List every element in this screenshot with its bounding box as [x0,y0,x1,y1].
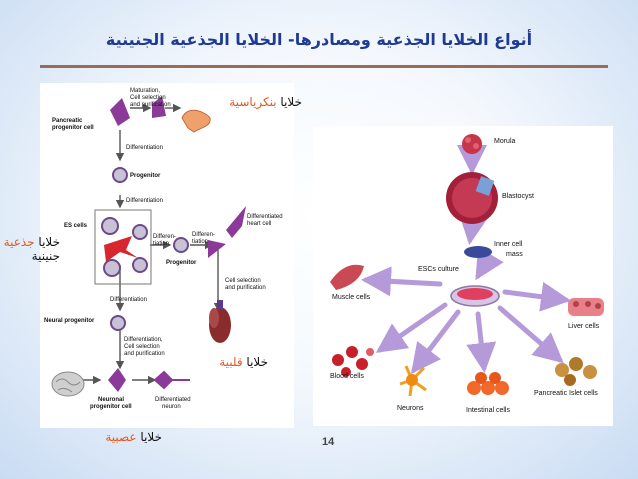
mature-pancreatic-cell [152,96,166,118]
label-escs-culture: ESCs culture [418,266,459,273]
label-diff-1: Differentiation, [124,337,163,343]
label-differentiation-top: Differentiation [126,145,163,151]
blastocyst-icon [446,172,498,224]
label-differen-1: Differen- [153,234,176,240]
progenitor-cell-right [173,237,189,253]
heart-cell-mid [208,240,226,258]
differentiated-neuron [153,370,190,390]
intestinal-cells-icon [467,372,509,395]
neuronal-progenitor-cell [108,368,126,392]
label-differentiated: Differentiated [247,214,283,220]
es-cells-cluster [101,217,148,277]
label-tiation-1: tiation [153,241,170,247]
label-neural-progenitor: Neural progenitor [44,318,95,324]
arabic-cardiac-cells: خلايا قلبية [219,355,268,369]
label-blastocyst: Blastocyst [502,193,534,200]
label-and-purification: and purification [130,102,171,108]
label-mass: mass [506,251,523,258]
heart-icon [209,300,231,343]
label-cell-selection: Cell selection [130,95,166,101]
label-blood-cells: Blood cells [330,373,364,380]
page-number: 14 [322,436,335,448]
progenitor-cell-top [112,167,128,183]
label-intestinal-cells: Intestinal cells [466,407,510,414]
label-progenitor-top: Progenitor [130,173,161,179]
pancreas-icon [181,109,211,133]
label-neurons: Neurons [397,405,424,412]
label-tiation-2: tiation [192,239,209,245]
liver-cells-icon [568,298,604,316]
label-differentiation-mid: Differentiation [126,198,163,204]
neuron-icon [399,365,427,397]
label-cell-selection-right: Cell selection [225,278,261,284]
label-neuronal: Neuronal [98,397,125,403]
label-pancreatic-islet-cells: Pancreatic Islet cells [534,390,598,397]
label-progenitor-cell: progenitor cell [52,125,94,131]
label-diff-2: Cell selection [124,344,160,350]
neuron-body [406,374,418,386]
label-heart-cell: heart cell [247,221,272,227]
arabic-neural-cells: خلايا عصبية [105,430,162,444]
pancreatic-progenitor-cell [110,98,130,126]
title-divider [40,65,608,68]
arabic-pancreatic-cells: خلايا بنكرياسية [229,95,302,109]
label-morula: Morula [494,138,516,145]
escs-culture-dish-icon [450,285,500,307]
label-pancreatic: Pancreatic [52,118,83,124]
label-progenitor-right: Progenitor [166,260,197,266]
label-differentiated-neuron-2: neuron [162,404,181,410]
label-muscle-cells: Muscle cells [332,294,371,301]
slide-title: أنواع الخلايا الجذعية ومصادرها- الخلايا … [105,30,533,49]
label-differentiation-bottom: Differentiation [110,297,147,303]
label-and-purification-right: and purification [225,285,266,291]
es-differentiation-diagram [40,83,294,428]
label-differentiated-neuron-1: Differentiated [155,397,191,403]
neural-progenitor-cell [110,315,126,331]
morula-icon [462,134,482,154]
muscle-cells-icon [330,264,364,290]
label-inner-cell: Inner cell [494,241,523,248]
pancreatic-islet-cells-icon [555,357,597,386]
brain-icon [51,371,85,397]
label-differen-2: Differen- [192,232,215,238]
inner-cell-mass-icon [464,246,492,258]
label-diff-3: and purification [124,351,165,357]
label-neuronal-progenitor-cell: progenitor cell [90,404,132,410]
label-es-cells: ES cells [64,223,88,229]
blood-cells-icon [332,346,374,377]
heart-cell-top [226,206,246,238]
label-maturation: Maturation, [130,88,161,94]
label-liver-cells: Liver cells [568,323,600,330]
